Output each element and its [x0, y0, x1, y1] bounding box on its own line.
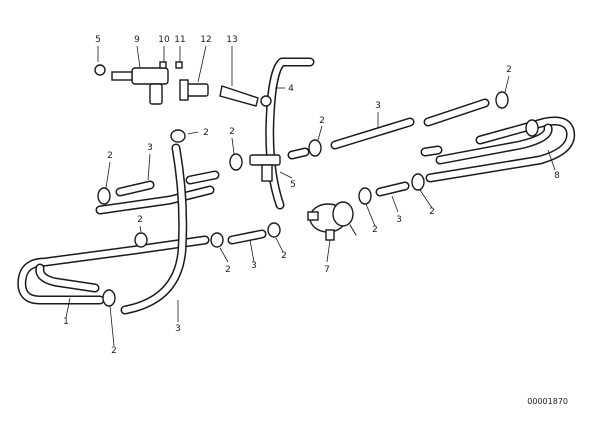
callout-11: 11 [174, 35, 185, 45]
callout-2-mid: 2 [229, 127, 235, 137]
pressure-regulator [307, 201, 357, 241]
callout-2-left-lower: 2 [137, 215, 143, 225]
callout-3-right-lower: 3 [396, 215, 402, 225]
callout-3-bottom: 3 [175, 324, 181, 334]
vacuum-line [265, 57, 315, 210]
callout-9: 9 [134, 35, 140, 45]
connector-and-hose [179, 79, 272, 107]
callout-2-regulator: 2 [372, 225, 378, 235]
hose-curved-vertical [120, 143, 188, 315]
hose-upper-right [330, 98, 490, 150]
hose-clamps [97, 91, 539, 307]
callout-3-bottom-mid: 3 [251, 261, 257, 271]
callout-2-upper-mid: 2 [319, 116, 325, 126]
callout-2-right-top: 2 [506, 65, 512, 75]
t-connector [249, 154, 281, 182]
fuel-pipe-left [17, 185, 215, 305]
callout-2-left: 2 [107, 151, 113, 161]
callout-labels: 5 9 10 11 12 13 4 3 2 2 2 2 2 3 2 5 3 2 … [63, 35, 560, 356]
callout-4: 4 [288, 84, 294, 94]
reference-number: 00001870 [527, 397, 568, 406]
callout-2-bottom-mid: 2 [225, 265, 231, 275]
callout-2-right-lower: 2 [429, 207, 435, 217]
callout-13: 13 [226, 35, 237, 45]
callout-10: 10 [158, 35, 170, 45]
callout-2-bottom-right: 2 [281, 251, 287, 261]
callout-5: 5 [290, 180, 296, 190]
fuel-pipe-right [420, 116, 576, 183]
callout-5-top: 5 [95, 35, 101, 45]
callout-2-bottom-left: 2 [111, 346, 117, 356]
callout-1: 1 [63, 317, 69, 327]
callout-8: 8 [554, 171, 560, 181]
callout-7: 7 [324, 265, 330, 275]
callout-2-check-valve: 2 [203, 128, 209, 138]
check-valve-assembly [94, 61, 183, 105]
callout-3-upper: 3 [375, 101, 381, 111]
callout-3-left: 3 [147, 143, 153, 153]
callout-12: 12 [200, 35, 211, 45]
leader-lines [65, 45, 556, 347]
short-hoses [115, 147, 410, 245]
